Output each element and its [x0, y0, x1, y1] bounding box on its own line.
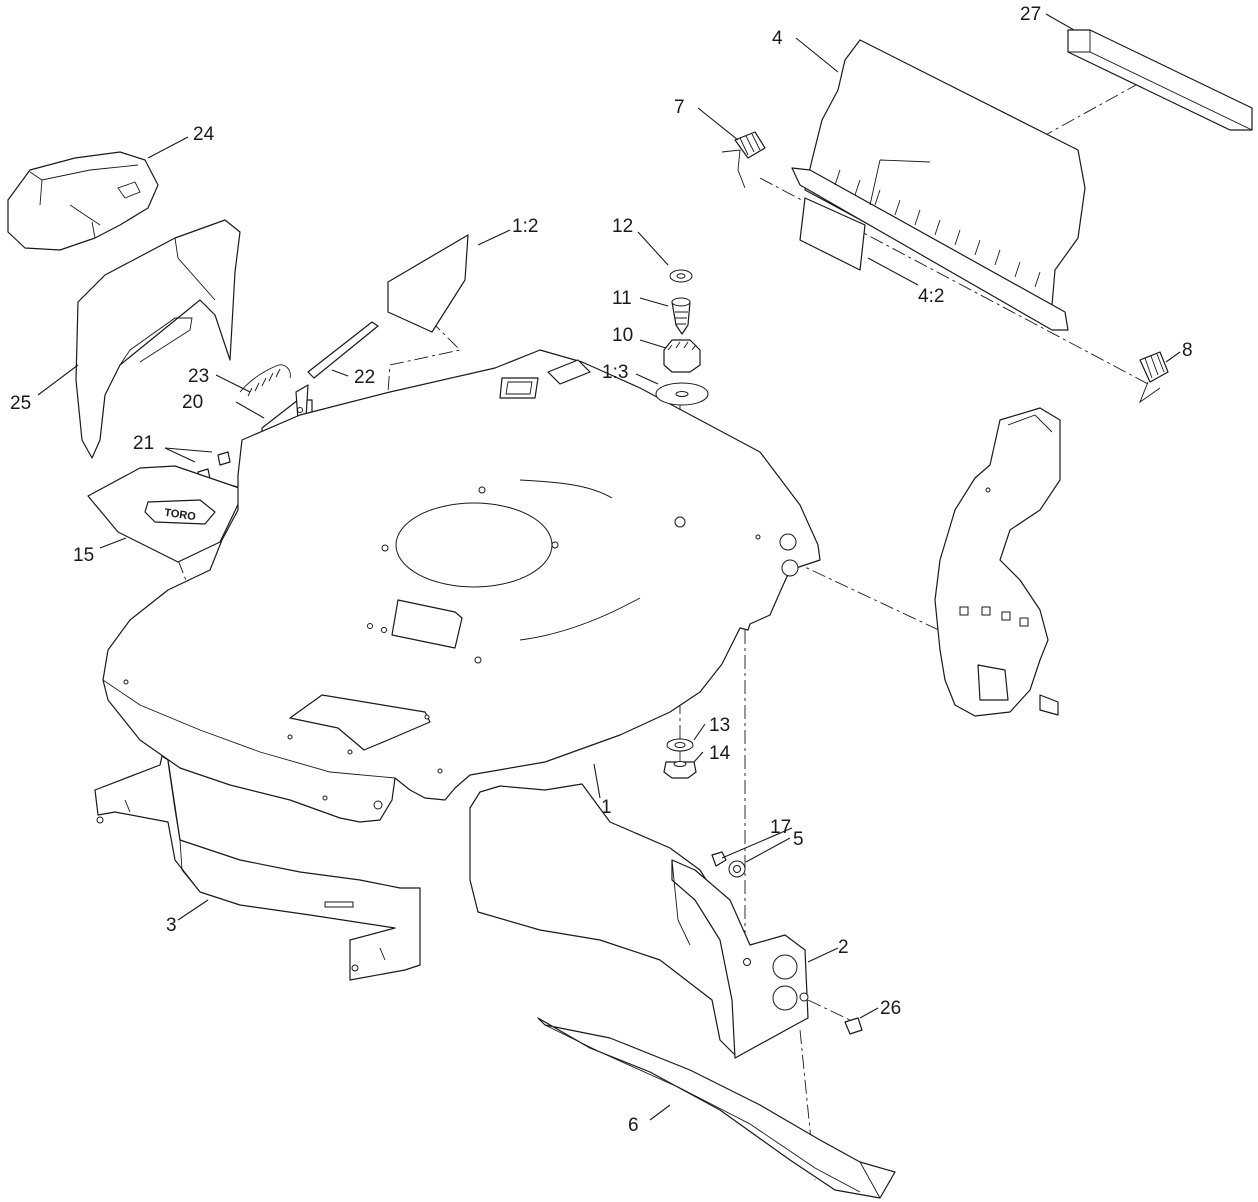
callout-8: 8 — [1182, 340, 1193, 361]
callout-5: 5 — [793, 829, 804, 850]
callout-21: 21 — [133, 433, 154, 454]
callout-25: 25 — [10, 393, 31, 414]
part-1-mower-deck — [102, 349, 821, 823]
part-6-chute-flap — [537, 1017, 896, 1199]
part-10-12-height-adjust-stack — [655, 269, 709, 406]
part-4-2-label — [799, 197, 866, 271]
part-24-rear-cover — [7, 151, 159, 251]
callout-23: 23 — [188, 366, 209, 387]
callout-11: 11 — [612, 288, 632, 309]
callout-10: 10 — [612, 325, 633, 346]
callout-22: 22 — [354, 367, 375, 388]
callout-12: 12 — [612, 216, 633, 237]
part-1-2-label — [387, 234, 469, 333]
callout-1-3: 1:3 — [602, 362, 628, 383]
callout-6: 6 — [628, 1115, 639, 1136]
callout-4: 4 — [772, 28, 783, 49]
leader-lines — [37, 13, 1181, 1121]
part-27-bar — [1067, 29, 1253, 131]
callout-24: 24 — [193, 124, 215, 145]
decal-logo-text: TORO — [164, 507, 197, 523]
part-17-5-nut-bushing — [711, 851, 746, 878]
right-side-plate — [934, 407, 1061, 717]
callout-17: 17 — [770, 817, 791, 838]
part-26-screw — [844, 1017, 863, 1035]
callout-1: 1 — [601, 797, 612, 818]
part-3-front-skirt — [94, 755, 421, 981]
callout-14: 14 — [709, 743, 731, 764]
part-7-spring — [721, 131, 766, 189]
callout-26: 26 — [880, 998, 901, 1019]
callout-15: 15 — [73, 545, 94, 566]
part-22-rod — [307, 321, 379, 379]
callout-3: 3 — [166, 915, 177, 936]
callout-1-2: 1:2 — [512, 216, 538, 237]
callout-2: 2 — [838, 937, 849, 958]
part-13-14-washer-nut — [663, 738, 697, 779]
callout-4-2: 4:2 — [918, 286, 944, 307]
callout-labels: 24 25 1:2 23 22 20 21 15 12 11 10 1:3 13… — [10, 4, 1193, 1136]
callout-13: 13 — [709, 715, 730, 736]
part-8-spring — [1139, 351, 1169, 404]
part-2-discharge-housing — [469, 783, 809, 1059]
part-15-front-decal: TORO — [87, 465, 246, 563]
callout-27: 27 — [1020, 4, 1041, 25]
callout-20: 20 — [182, 392, 203, 413]
part-25-rear-flap — [75, 219, 241, 459]
part-4-rear-guard — [791, 39, 1086, 331]
callout-7: 7 — [674, 97, 685, 118]
